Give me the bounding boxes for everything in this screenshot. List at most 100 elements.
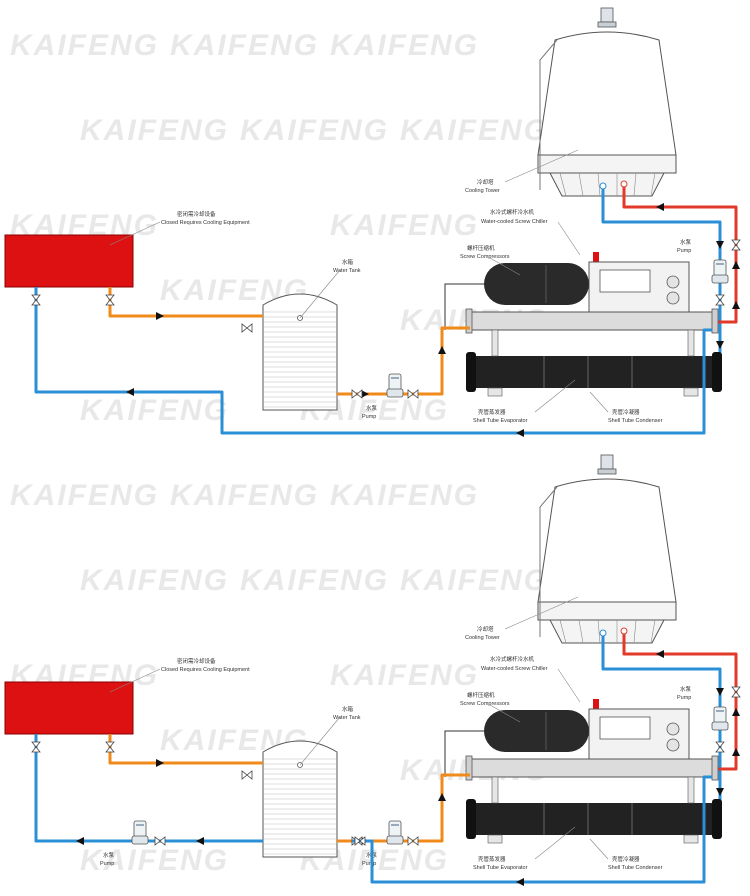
arrow-process-1 <box>156 312 164 320</box>
label-pump-cn-right: 水泵 <box>680 685 692 693</box>
valve-equip-in <box>31 294 41 306</box>
tower-fill-band <box>537 154 677 174</box>
label-pump-en-right: Pump <box>677 248 691 254</box>
arrow-process-3 <box>438 793 446 801</box>
valve-equip-out-a <box>105 741 115 748</box>
callout-chiller <box>557 668 581 703</box>
condenser-pump-body <box>711 721 729 731</box>
arrow-process-2 <box>361 390 369 398</box>
screw-chiller <box>444 252 722 397</box>
callout-cooling-tower <box>504 596 579 630</box>
evaporator-flange-left <box>465 755 473 781</box>
valve-condenser-a-a <box>731 686 741 693</box>
valve-condenser-b-b <box>715 299 725 306</box>
chiller-gauge-1 <box>666 722 680 736</box>
arrow-process-1 <box>156 759 164 767</box>
chiller-screen <box>599 269 651 293</box>
label-condenser-cn: 壳管冷凝器 <box>612 855 640 863</box>
tower-fan-base <box>597 468 617 475</box>
arrow-return-1 <box>516 429 524 437</box>
label-evaporator-en: Shell Tube Evaporator <box>473 418 528 424</box>
arrow-return-3 <box>196 837 204 845</box>
valve-equip-in-b <box>31 746 41 753</box>
valve-tank-in <box>241 323 253 333</box>
label-pump-en-mid: Pump <box>362 861 376 867</box>
valve-pump-out-b <box>412 389 419 399</box>
valve-tank-out <box>351 389 363 399</box>
watermark-text: KAIFENG <box>330 209 479 242</box>
valve-condenser-b <box>715 741 725 753</box>
valve-pump-out-b <box>412 836 419 846</box>
water-tank <box>262 740 338 858</box>
label-condenser-en: Shell Tube Condenser <box>608 418 663 424</box>
watermark-text: KAIFENG <box>10 29 159 62</box>
valve-condenser-b-a <box>715 741 725 748</box>
callout-condenser <box>589 838 609 860</box>
tower-basin <box>549 619 665 644</box>
chiller-screen <box>599 716 651 740</box>
watermark-text: KAIFENG <box>240 564 389 597</box>
label-pump-cn-left: 水泵 <box>103 851 115 859</box>
label-condenser-cn: 壳管冷凝器 <box>612 408 640 416</box>
chiller-support-2 <box>687 776 695 804</box>
watermark-text: KAIFENG <box>240 114 389 147</box>
pipe-evap-return <box>352 775 712 884</box>
valve-equip-out-b <box>105 746 115 753</box>
label-chiller-cn: 水冷式螺杆冷水机 <box>490 655 535 663</box>
condenser-pump-motor <box>713 259 727 277</box>
callout-compressor <box>489 257 521 276</box>
tower-leg <box>650 619 656 644</box>
valve-equip-in-a <box>31 294 41 301</box>
chiller-support-1 <box>491 776 499 804</box>
label-evaporator-en: Shell Tube Evaporator <box>473 865 528 871</box>
valve-pump-out <box>407 836 419 846</box>
valve-condenser-b-b <box>715 746 725 753</box>
process-pump-body <box>386 835 404 845</box>
condenser-head-right <box>712 799 722 839</box>
label-tank-cn: 水箱 <box>342 705 354 713</box>
chiller-foot-1 <box>487 387 503 397</box>
tower-ladder <box>539 486 558 637</box>
valve-return-pump <box>154 836 166 846</box>
process-pump-body <box>386 388 404 398</box>
condenser-pump <box>711 706 729 731</box>
watermark-text: KAIFENG <box>170 29 319 62</box>
callout-evaporator <box>534 379 576 413</box>
arrow-hot-left <box>656 203 664 211</box>
condenser-head-left <box>466 352 476 392</box>
valve-equip-out <box>105 294 115 306</box>
process-pump-fin <box>391 824 399 826</box>
chiller-foot-2 <box>683 387 699 397</box>
label-chiller-cn: 水冷式螺杆冷水机 <box>490 208 535 216</box>
condenser-shell <box>476 803 712 835</box>
tower-fan-motor <box>600 454 614 470</box>
arrow-return-1 <box>516 878 524 886</box>
tower-shell <box>537 31 677 156</box>
condenser-head-left <box>466 799 476 839</box>
pipe-tower-supply <box>622 634 738 771</box>
valve-condenser-b <box>715 294 725 306</box>
tower-outlet <box>599 182 607 190</box>
label-tank-en: Water Tank <box>333 268 361 274</box>
label-equipment-cn: 密闭需冷却设备 <box>177 210 216 218</box>
chiller-foot-1 <box>487 834 503 844</box>
chiller-red-indicator <box>593 252 599 262</box>
label-equipment-cn: 密闭需冷却设备 <box>177 657 216 665</box>
tower-fill-band <box>537 601 677 621</box>
process-pump-fin <box>391 377 399 379</box>
valve-tank-out-a <box>351 389 358 399</box>
arrow-cold-down-2 <box>716 788 724 796</box>
arrow-hot-up <box>732 261 740 269</box>
tower-shell <box>537 478 677 603</box>
tower-leg <box>578 619 584 644</box>
label-chiller-en: Water-cooled Screw Chiller <box>481 666 548 672</box>
callout-chiller <box>557 221 581 256</box>
valve-tank-in-a <box>241 770 248 780</box>
watermark-text: KAIFENG <box>80 564 229 597</box>
tower-leg <box>633 619 637 644</box>
